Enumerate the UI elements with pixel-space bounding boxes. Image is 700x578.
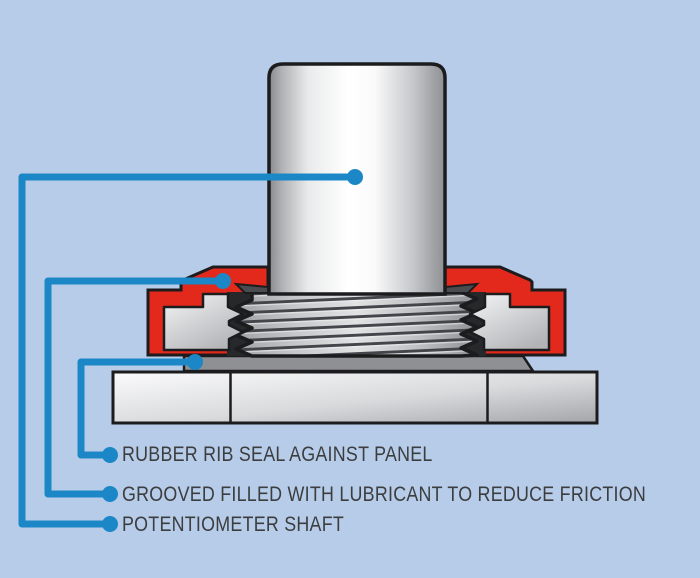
callout-line-potentiometer-shaft <box>18 173 355 528</box>
mounting-panel <box>111 370 599 425</box>
callout-dots <box>102 169 363 532</box>
callout-dot-shaft <box>347 169 363 185</box>
callout-line-rubber-rib <box>77 358 195 459</box>
lubricant-groove-right <box>468 292 551 352</box>
label-rubber-rib-seal: RUBBER RIB SEAL AGAINST PANEL <box>122 443 433 466</box>
lubricant-groove-left <box>162 292 245 352</box>
label-potentiometer-shaft: POTENTIOMETER SHAFT <box>122 513 345 536</box>
thread-band-grooves <box>234 290 479 358</box>
rubber-rib-washer <box>182 354 536 373</box>
callout-dot-rib <box>187 354 203 370</box>
label-lubricant-groove: GROOVED FILLED WITH LUBRICANT TO REDUCE … <box>122 483 646 506</box>
callout-dot-label-shaft <box>102 516 118 532</box>
callout-dot-groove <box>215 273 231 289</box>
callout-dot-label-groove <box>102 486 118 502</box>
callout-lines <box>18 173 355 528</box>
callout-line-lubricant-groove <box>44 277 223 498</box>
callout-dot-label-rib <box>102 447 118 463</box>
threaded-bushing <box>234 290 479 358</box>
